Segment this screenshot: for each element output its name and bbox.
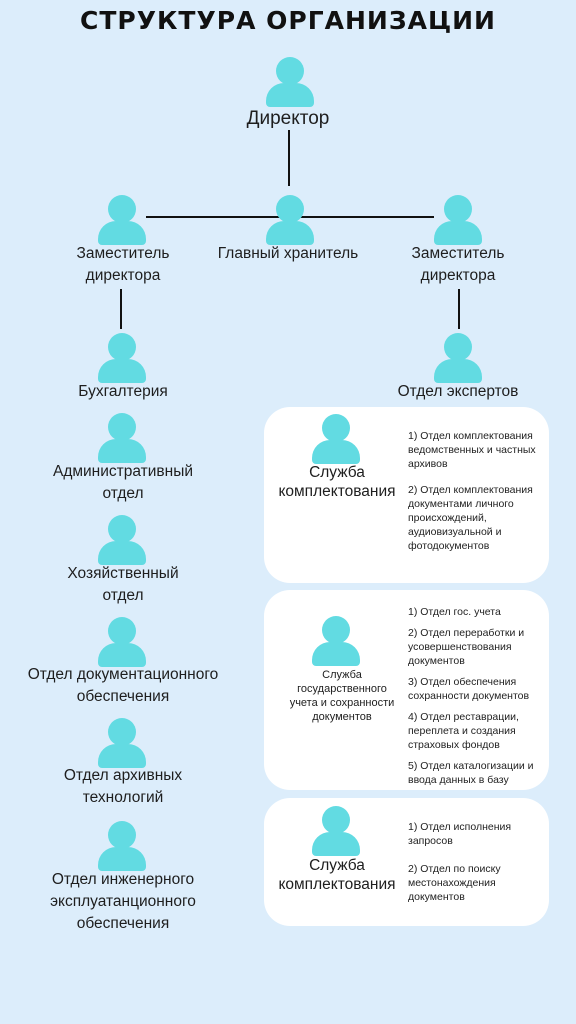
doc-support-dept-person-icon	[98, 617, 146, 667]
service-card-state-accounting: Служба государственного учета и сохранно…	[264, 590, 549, 790]
service-card-acquisition-2: Служба комплектования 1) Отдел исполнени…	[264, 798, 549, 926]
director-person-icon	[266, 57, 314, 107]
admin-dept-person-icon	[98, 413, 146, 463]
service-person-icon	[312, 616, 360, 666]
page-title: СТРУКТУРА ОРГАНИЗАЦИИ	[80, 6, 496, 35]
engineering-dept-person-icon	[98, 821, 146, 871]
service-title: Служба государственного учета и сохранно…	[289, 669, 395, 723]
household-dept-person-icon	[98, 515, 146, 565]
deputy-left-label: Заместитель директора	[76, 245, 170, 284]
department-item: 3) Отдел обеспечения сохранности докумен…	[408, 676, 530, 702]
chief-curator-label: Главный хранитель	[217, 245, 359, 262]
deputy-left-person-icon	[98, 195, 146, 245]
service-departments-list: 1) Отдел исполнения запросов 2) Отдел по…	[408, 820, 543, 911]
connector-left-deputy-to-accounting	[120, 289, 122, 329]
connector-right-deputy-to-experts	[458, 289, 460, 329]
experts-dept-label: Отдел экспертов	[397, 383, 519, 400]
deputy-right-person-icon	[434, 195, 482, 245]
archive-tech-dept-person-icon	[98, 718, 146, 768]
household-dept-label: Хозяйственный отдел	[67, 565, 179, 604]
connector-director-to-level2	[288, 130, 290, 186]
department-item: 2) Отдел по поиску местонахождения докум…	[408, 863, 501, 903]
engineering-dept-label: Отдел инженерного эксплуатанционного обе…	[50, 871, 196, 932]
director-label: Директор	[246, 108, 330, 129]
accounting-person-icon	[98, 333, 146, 383]
service-title: Служба комплектования	[278, 464, 396, 500]
department-item: 1) Отдел комплектования ведомственных и …	[408, 430, 536, 470]
department-item: 1) Отдел гос. учета	[408, 606, 501, 618]
deputy-right-label: Заместитель директора	[411, 245, 505, 284]
archive-tech-dept-label: Отдел архивных технологий	[63, 767, 183, 806]
service-person-icon	[312, 806, 360, 856]
accounting-label: Бухгалтерия	[78, 383, 168, 400]
department-item: 1) Отдел исполнения запросов	[408, 821, 512, 847]
doc-support-dept-label: Отдел документационного обеспечения	[27, 666, 219, 705]
service-departments-list: 1) Отдел гос. учета 2) Отдел переработки…	[408, 605, 548, 794]
experts-dept-person-icon	[434, 333, 482, 383]
department-item: 5) Отдел каталогизации и ввода данных в …	[408, 760, 534, 786]
department-item: 2) Отдел переработки и усовершенствовани…	[408, 627, 525, 667]
service-title: Служба комплектования	[278, 857, 396, 893]
service-departments-list: 1) Отдел комплектования ведомственных и …	[408, 429, 543, 560]
department-item: 4) Отдел реставрации, переплета и создан…	[408, 711, 519, 751]
service-person-icon	[312, 414, 360, 464]
admin-dept-label: Административный отдел	[52, 463, 193, 502]
service-card-acquisition-1: Служба комплектования 1) Отдел комплекто…	[264, 407, 549, 583]
department-item: 2) Отдел комплектования документами личн…	[408, 484, 533, 552]
chief-curator-person-icon	[266, 195, 314, 245]
